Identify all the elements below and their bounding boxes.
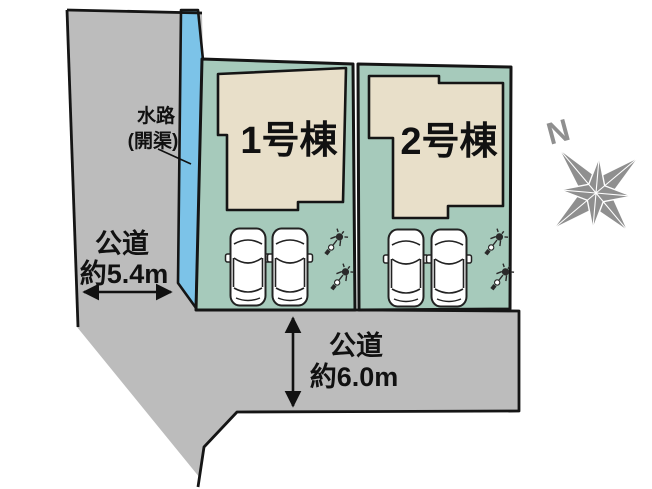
road-bottom-name-label: 公道: [329, 330, 383, 361]
north-label: N: [543, 112, 574, 152]
car-icon: [382, 228, 430, 308]
compass-rose: [552, 147, 640, 233]
building-1-label: 1号棟: [240, 120, 338, 162]
car-icon: [425, 228, 473, 308]
road-edge-left: [65, 9, 80, 328]
building-2-label: 2号棟: [400, 121, 498, 163]
road-bottom-width-label: 約6.0m: [310, 361, 399, 392]
building-1-footprint: [216, 66, 348, 212]
car-icon: [266, 227, 314, 307]
car-icon: [224, 227, 272, 307]
waterway-leader-line: [157, 148, 192, 165]
road-left-name-label: 公道: [95, 228, 149, 259]
waterway-label-line1: 水路: [137, 104, 176, 127]
road-left-width-label: 約5.4m: [80, 258, 169, 289]
road-edge-top: [66, 8, 203, 15]
waterway-label-line2: (開渠): [128, 129, 179, 152]
building-2-footprint: [367, 74, 505, 220]
